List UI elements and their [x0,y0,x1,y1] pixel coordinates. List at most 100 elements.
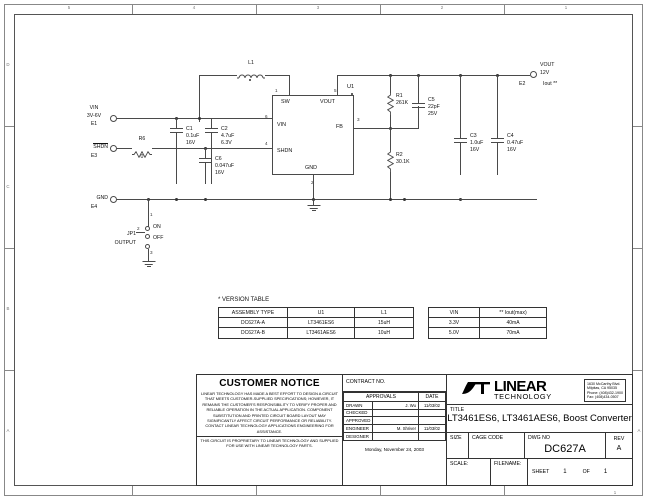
c6-ref: C6 [215,156,222,162]
c3-ref: C3 [470,133,477,139]
table-row: DC627A-A LT3461ES6 15uH [218,317,414,329]
table-row: DESIGNER [342,431,446,441]
approval-name-checked [372,408,419,418]
dwg-label: DWG NO [528,435,550,441]
u1-pin-fb-name: FB [336,124,343,130]
c6-value: 0.047uF [215,163,235,169]
c1-rating: 16V [186,140,196,146]
c4-ref: C4 [507,133,514,139]
u1-body[interactable] [272,95,354,175]
rev-label: REV [613,436,625,442]
wire-jp1-to-gnd [148,249,149,261]
contract-no-label: CONTRACT NO. [343,375,446,392]
junction-gnd-c1 [175,198,178,201]
version-table: ASSEMBLY TYPE U1 L1 DC627A-A LT3461ES6 1… [218,306,414,339]
u1-pin-sw-name: SW [281,99,290,105]
drawing-frame-outer [4,4,643,496]
wire-l1-right [265,75,290,76]
gnd-terminal-symbol[interactable] [110,196,117,203]
c4-value: 0.47uF [507,140,524,146]
c5-rating: 25V [428,111,438,117]
zone-label-row-d: D [6,62,10,67]
u1-designator: U1 [347,84,355,90]
wire-c5-bottom [418,106,419,128]
iout-row0-col0: 3.3V [428,317,480,329]
wire-to-sw-pin [289,75,290,95]
zone-tick [504,486,505,496]
gnd-terminal-ref: E4 [90,204,98,210]
zone-tick [4,248,14,249]
approval-date-checked [418,408,446,418]
wire-gnd-rail [117,199,537,200]
zone-tick [256,4,257,14]
approvals-header-row: APPROVALS DATE [343,392,446,402]
zone-tick [4,126,14,127]
jp1-pin3-pad[interactable] [145,244,150,249]
sheet-row: SCALE: FILENAME: SHEET 1 OF 1 [447,459,632,485]
version-table-header-1: U1 [287,306,355,319]
approvals-header: APPROVALS [343,392,419,402]
version-row0-col0: DC627A-A [218,317,288,329]
wire-u1-gnd-down [313,175,314,199]
l1-polarity-dot-icon [249,79,252,82]
cage-label: CAGE CODE [472,435,504,441]
zone-label-col-2: 2 [440,5,444,10]
filename-label: FILENAME: [494,461,522,467]
zone-label-row-a: A [6,428,10,433]
u1-pin-vin-num: 6 [265,114,268,119]
c5-ref: C5 [428,97,435,103]
c6-rating: 16V [215,170,225,176]
iout-table-header-row: VIN ** Iout(max) [428,306,547,319]
r2-resistor[interactable] [386,150,395,172]
r1-ref: R1 [396,93,403,99]
table-row: DC627A-B LT3461AES6 10uH [218,327,414,339]
size-label: SIZE [450,435,462,441]
r6-resistor[interactable] [132,145,152,159]
junction-r2-gnd [389,198,392,201]
jp1-pin1-pad[interactable] [145,226,150,231]
zone-label-col-1: 1 [564,5,568,10]
filename-cell: FILENAME: [491,459,528,485]
c5-value: 22pF [428,104,440,110]
shdn-terminal-symbol[interactable] [110,145,117,152]
approvals-table: APPROVALS DATE DRAWN J. Wu 11/03/02 CHEC… [342,392,446,441]
wire-r1-bottom [390,115,391,131]
wire-c5-to-fb [390,128,419,129]
r1-resistor[interactable] [386,93,395,115]
version-row1-col2: 10uH [354,327,414,339]
jp1-pin3-num: 3 [150,250,153,255]
customer-notice-panel: CUSTOMER NOTICE LINEAR TECHNOLOGY HAS MA… [197,375,343,485]
c4-rating: 16V [507,147,517,153]
zone-tick [132,4,133,14]
shdn-terminal-label-text: SHDN [93,143,108,150]
scale-label: SCALE: [450,461,469,467]
jp1-name: OUTPUT [114,240,136,246]
title-right-panel: LINEAR TECHNOLOGY 1630 McCarthy Blvd. Mi… [447,375,632,485]
approval-date-drawn: 11/03/02 [418,400,446,410]
l1-inductor[interactable] [237,68,265,86]
approval-name-engineer: M. Shriver [372,424,419,433]
vin-terminal-value: 3V-6V [86,113,102,119]
gnd-terminal-label: GND [96,195,108,201]
u1-pin-shdn-name: SHDN [277,148,293,154]
zone-tick [4,370,14,371]
c1-value: 0.1uF [186,133,200,139]
zone-tick [633,370,643,371]
notice-divider [197,435,342,437]
vout-terminal-symbol[interactable] [530,71,537,78]
wire-fb-pin-to-divider [354,128,391,129]
version-row1-col0: DC627A-B [218,327,288,339]
iout-row1-col1: 70mA [479,327,547,339]
zone-label-row-a-right: A [637,428,641,433]
title-block: CUSTOMER NOTICE LINEAR TECHNOLOGY HAS MA… [196,374,633,486]
jp1-pin2-pad[interactable] [145,234,150,239]
approval-name-drawn: J. Wu [372,400,419,410]
vin-terminal-symbol[interactable] [110,115,117,122]
drawing-title: LT3461ES6, LT3461AES6, Boost Converter [447,413,632,424]
sheet-label: SHEET [532,469,550,475]
lt-wordmark: LINEAR TECHNOLOGY [494,379,552,400]
table-row: DRAWN J. Wu 11/03/02 [342,400,446,410]
table-row: APPROVED [342,416,446,426]
c1-ref: C1 [186,126,193,132]
